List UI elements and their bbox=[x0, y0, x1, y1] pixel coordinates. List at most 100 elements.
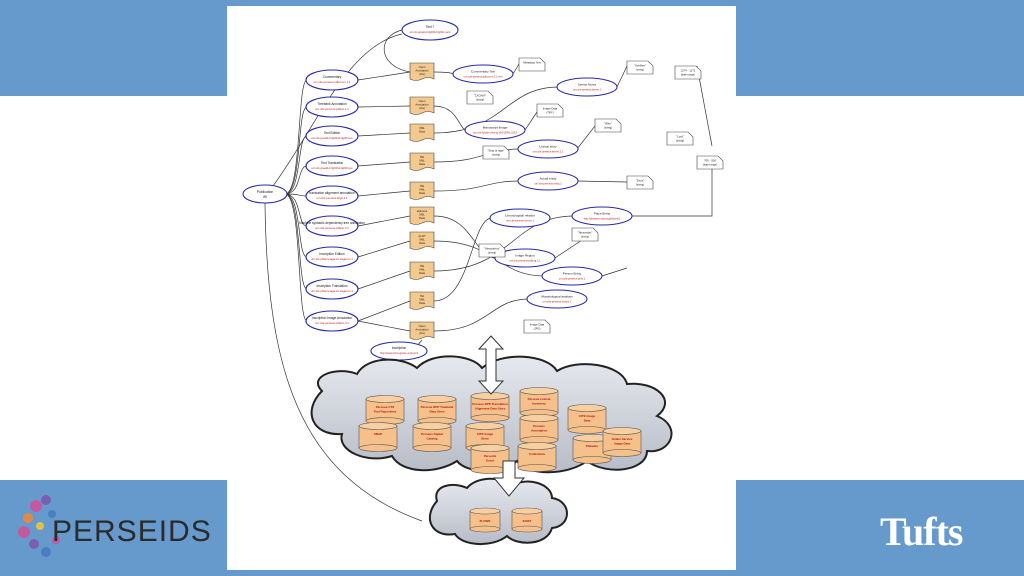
note-sub: (date range) bbox=[681, 73, 695, 77]
database-top bbox=[519, 387, 559, 395]
data-type-label: Open bbox=[419, 65, 426, 69]
database-bottom bbox=[602, 449, 642, 457]
data-type-label: XML bbox=[419, 213, 425, 217]
data-type-label: Data bbox=[419, 241, 425, 245]
data-type-label: XML bbox=[419, 268, 425, 272]
note-box bbox=[478, 243, 506, 258]
data-type-label: XML bbox=[419, 188, 425, 192]
storage-bottom bbox=[511, 525, 543, 533]
middle-node bbox=[526, 289, 588, 309]
data-type-label: Data bbox=[419, 216, 425, 220]
middle-urn: urn:cite:perseus:morph.1 bbox=[543, 300, 572, 304]
tufts-logo: Tufts bbox=[880, 509, 963, 554]
note-label: "ΣΧΟΛΙΑ" bbox=[474, 94, 486, 98]
data-type-label: Annotation bbox=[415, 69, 429, 73]
data-type-label: Data bbox=[419, 130, 425, 134]
data-type-label: Data bbox=[419, 271, 425, 275]
perseids-logo-mark bbox=[18, 495, 60, 557]
database-label: Collections bbox=[529, 452, 546, 456]
database-top bbox=[517, 442, 557, 450]
note-label: 700 - 500 bbox=[704, 159, 716, 163]
data-type-label: Annotation bbox=[415, 103, 429, 107]
database-label: SNAP bbox=[374, 432, 382, 436]
cts-node bbox=[305, 96, 359, 118]
cts-urn: urn:cite:perseus:pdlann.2.1 bbox=[315, 226, 349, 230]
data-type-label: TEI bbox=[420, 155, 425, 159]
database-label: Alignment Data Store bbox=[475, 407, 506, 411]
root-node bbox=[242, 184, 288, 204]
middle-title: Image Region bbox=[515, 254, 535, 258]
middle-urn: urn:cite:perseus:entity.1 bbox=[534, 182, 562, 186]
middle-node bbox=[517, 139, 579, 159]
data-type-shape bbox=[409, 152, 435, 171]
note-label: "Achilles" bbox=[634, 64, 646, 68]
data-type-label: XML bbox=[419, 238, 425, 242]
data-type-shape bbox=[409, 96, 435, 115]
cts-urn: urn:cite:perseus:pdlann.1.1 bbox=[315, 107, 349, 111]
database-top bbox=[465, 422, 505, 430]
cts-title: Text Translation bbox=[321, 161, 344, 165]
storage-bottom bbox=[469, 525, 501, 533]
database-label: Pleiades bbox=[586, 444, 599, 448]
data-type-label: Open bbox=[419, 324, 426, 328]
data-type-label: XML bbox=[419, 298, 425, 302]
database-label: Data Store bbox=[429, 410, 444, 414]
note-label: "Zeus" bbox=[636, 179, 644, 183]
middle-urn: urn:cite:fufolio:chsimg.VA012RN_0013 bbox=[473, 131, 518, 135]
cts-urn: urn:cts:greekLit:tlg0012.tlg001.pe bbox=[311, 136, 353, 140]
middle-title: Manuscript Image bbox=[483, 126, 508, 130]
bottom-urn-title: Inscription bbox=[392, 346, 407, 350]
cts-title: translation alignment annotation bbox=[309, 191, 354, 195]
top-urn-text: urn:cts:greekLit:tlg0012.tlg001.pers bbox=[410, 30, 451, 34]
cts-urn: urn:cite:perseus:pdlcomm.1.1 bbox=[314, 80, 351, 84]
note-label: "Sing of rage" bbox=[487, 149, 504, 153]
middle-urn: urn:cite:perseus:pdlimg.1.1 bbox=[509, 259, 541, 263]
note-sub: (string) bbox=[636, 68, 644, 72]
database-label: CITE Image bbox=[477, 432, 494, 436]
note-box bbox=[626, 60, 654, 75]
cts-node bbox=[305, 246, 359, 268]
data-type-label: TEI bbox=[420, 264, 425, 268]
database-label: Text Repository bbox=[374, 410, 397, 414]
cts-node bbox=[305, 215, 359, 237]
note-label: Image Data bbox=[530, 323, 545, 327]
data-type-label: Annotation bbox=[415, 328, 429, 332]
data-type-label: XML bbox=[419, 159, 425, 163]
database-bottom bbox=[517, 464, 557, 472]
note-label: 1274 - 1271 bbox=[681, 69, 696, 73]
cts-title: Inscription Image Annotation bbox=[312, 316, 352, 320]
data-type-shape bbox=[409, 291, 435, 310]
database-label: Perseus CTS bbox=[376, 405, 395, 409]
data-type-shape bbox=[409, 261, 435, 280]
note-sub: (string) bbox=[581, 235, 589, 239]
middle-urn: urn:cite:perseus:pers.1 bbox=[559, 277, 586, 281]
middle-node bbox=[517, 171, 579, 191]
note-box bbox=[523, 319, 551, 334]
data-type-label: Data bbox=[419, 191, 425, 195]
bottom-urn-node bbox=[370, 341, 428, 361]
note-box bbox=[626, 175, 654, 190]
database-label: Annotation bbox=[531, 429, 547, 433]
note-box bbox=[536, 103, 564, 118]
database-label: Perseus Lexical bbox=[528, 397, 551, 401]
middle-title: Lexical entry bbox=[539, 145, 557, 149]
data-type-label: XML bbox=[419, 126, 425, 130]
middle-title: Morphological analysis bbox=[541, 295, 573, 299]
data-type-shape bbox=[409, 321, 435, 340]
data-type-label: Open bbox=[419, 99, 426, 103]
cts-urn: urn:cite:perseus:align.1.1 bbox=[316, 196, 348, 200]
middle-urn: urn:cite:perseus:pdlcomm.1.1.text bbox=[464, 75, 503, 79]
middle-title: Syntax Notes bbox=[578, 83, 597, 87]
cts-title: Commentary bbox=[323, 75, 342, 79]
cts-title: Text Edition bbox=[324, 131, 341, 135]
data-type-shape bbox=[409, 62, 435, 81]
data-type-shape bbox=[409, 206, 435, 225]
note-label: "Who" bbox=[604, 122, 612, 126]
database-label: Perseus Digital bbox=[421, 432, 443, 436]
data-type-label: (Oa) bbox=[419, 106, 425, 110]
database-bottom bbox=[412, 444, 452, 452]
top-urn-title: Text ? bbox=[426, 25, 435, 29]
note-box bbox=[482, 145, 510, 160]
note-sub: (date range) bbox=[703, 163, 717, 167]
